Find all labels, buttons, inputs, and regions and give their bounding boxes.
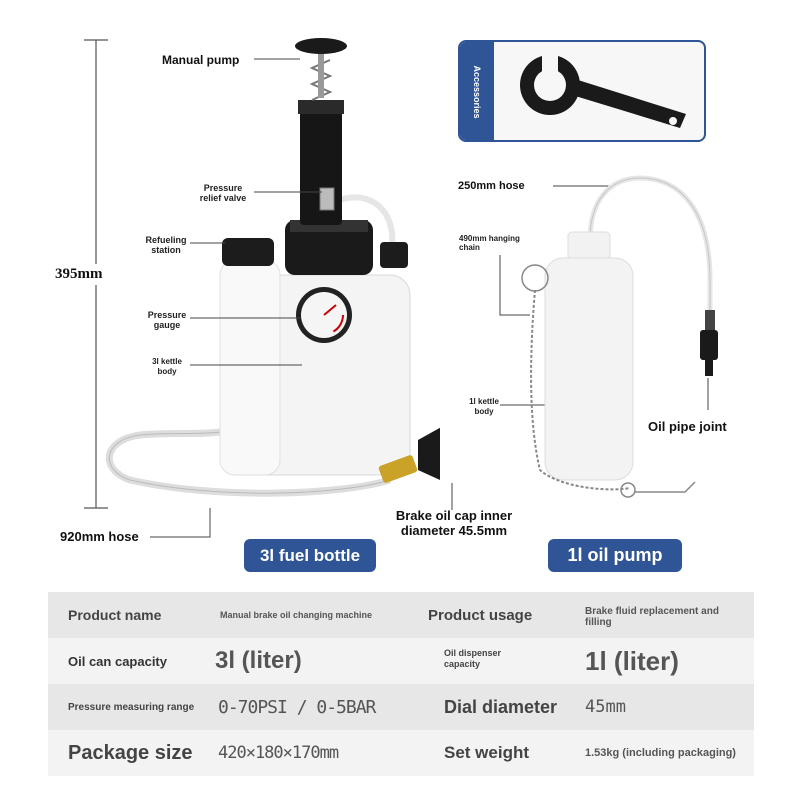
spec-key: Product name (68, 607, 162, 623)
refueling-station-label: Refueling station (145, 235, 187, 255)
hanging-chain-label: 490mm hanging chain (459, 234, 520, 252)
brake-oil-cap-label: Brake oil cap inner diameter 45.5mm (395, 508, 513, 538)
specs-row: Oil can capacity 3l (liter) Oil dispense… (48, 638, 754, 684)
spec-value: Manual brake oil changing machine (220, 610, 373, 620)
kettle-1l-body-label: 1l kettle body (469, 397, 499, 416)
wrench-icon (520, 52, 686, 128)
accessories-panel: Accessories (458, 40, 706, 142)
specs-row: Pressure measuring range 0-70PSI / 0-5BA… (48, 684, 754, 730)
accessories-title: Accessories (472, 65, 482, 119)
spec-key: Product usage (428, 606, 533, 624)
specs-table: Product name Manual brake oil changing m… (48, 592, 754, 776)
fuel-bottle-badge: 3l fuel bottle (244, 539, 376, 572)
leader-lines (150, 58, 709, 538)
height-dimension: 395mm (55, 264, 103, 285)
pressure-relief-valve-label: Pressure relief valve (199, 183, 247, 203)
spec-key: Pressure measuring range (68, 701, 195, 713)
hose-920-label: 920mm hose (60, 529, 139, 544)
pressure-gauge-label: Pressure gauge (147, 310, 187, 330)
spec-value: Brake fluid replacement and filling (585, 606, 719, 628)
spec-value: 420×180×170mm (218, 743, 339, 763)
spec-value: 0-70PSI / 0-5BAR (218, 696, 376, 718)
spec-key: Set weight (444, 743, 530, 762)
spec-value: 3l (liter) (215, 647, 302, 674)
oil-pump-bottle-illustration (521, 175, 718, 498)
specs-row: Package size 420×180×170mm Set weight 1.… (48, 730, 754, 776)
spec-key: Oil dispenser capacity (444, 648, 502, 669)
oil-pump-badge: 1l oil pump (548, 539, 682, 572)
spec-value: 1.53kg (including packaging) (585, 747, 736, 759)
hose-250-label: 250mm hose (458, 180, 525, 192)
accessories-strip (460, 42, 494, 140)
spec-key: Package size (68, 741, 193, 764)
spec-value: 45mm (585, 697, 626, 717)
fuel-bottle-illustration (105, 38, 440, 497)
spec-value: 1l (liter) (585, 645, 679, 676)
kettle-3l-body-label: 3l kettle body (152, 357, 182, 376)
spec-key: Oil can capacity (68, 653, 167, 669)
spec-key: Dial diameter (444, 696, 558, 717)
oil-pipe-joint-label: Oil pipe joint (648, 419, 727, 434)
specs-row: Product name Manual brake oil changing m… (48, 592, 754, 638)
manual-pump-label: Manual pump (162, 53, 240, 67)
